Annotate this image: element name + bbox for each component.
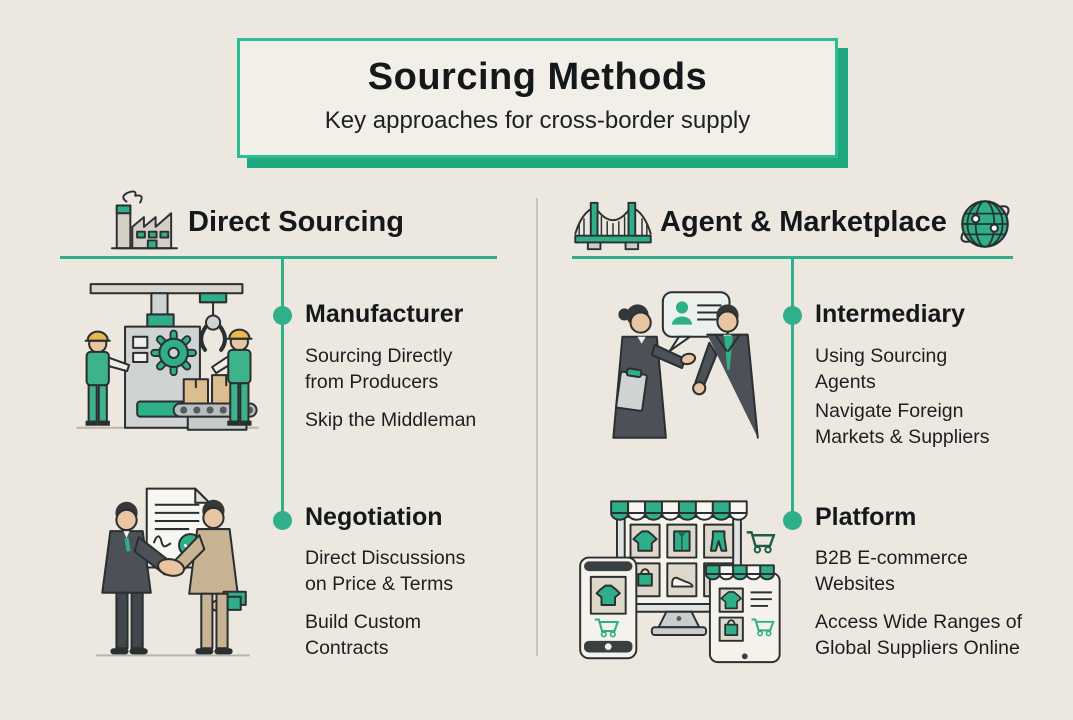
bullet-negotiation (273, 511, 292, 530)
body-paragraph: Build Custom Contracts (305, 611, 421, 660)
business-conversation-illustration (578, 284, 780, 448)
ecommerce-devices-illustration (570, 482, 784, 666)
handshake-deal-illustration (76, 478, 268, 666)
bullet-platform (783, 511, 802, 530)
bullet-intermediary (783, 306, 802, 325)
section-body-negotiation: Direct Discussions on Price & Terms Buil… (305, 546, 505, 675)
section-title-platform: Platform (815, 503, 917, 531)
worker-left (84, 330, 131, 426)
jacket-icon (673, 530, 691, 552)
left-column-rule (60, 256, 497, 259)
right-timeline-line (791, 258, 794, 521)
column-heading-direct-sourcing: Direct Sourcing (188, 206, 404, 238)
body-paragraph: Navigate Foreign Markets & Suppliers (815, 400, 990, 449)
awning (610, 500, 748, 521)
page-title: Sourcing Methods (367, 56, 708, 98)
clipboard (615, 367, 648, 412)
bullet-manufacturer (273, 306, 292, 325)
factory-production-illustration (60, 276, 268, 448)
section-title-manufacturer: Manufacturer (305, 300, 464, 328)
cart-icon (745, 531, 776, 554)
pants-icon (709, 530, 728, 552)
worker-right (211, 328, 253, 426)
section-title-negotiation: Negotiation (305, 503, 443, 531)
body-paragraph: Sourcing Directly from Producers (305, 345, 453, 393)
awning-mini (705, 564, 775, 581)
section-body-manufacturer: Sourcing Directly from Producers Skip th… (305, 344, 515, 447)
tablet-storefront (705, 564, 781, 664)
speech-bubble (661, 291, 731, 352)
body-paragraph: B2B E-commerce Websites (815, 547, 968, 595)
businessman-right (173, 499, 247, 655)
body-paragraph: Using Sourcing Agents (815, 345, 948, 393)
section-body-platform: B2B E-commerce Websites Access Wide Rang… (815, 546, 1055, 675)
clasped-hands (157, 558, 185, 577)
sourcing-agent-woman (612, 304, 697, 439)
body-paragraph: Skip the Middleman (305, 409, 477, 432)
section-title-intermediary: Intermediary (815, 300, 966, 328)
globe-icon (954, 193, 1016, 255)
businessman (692, 304, 759, 439)
shoe-icon (671, 576, 694, 588)
right-column-rule (572, 256, 1013, 259)
column-heading-agent-marketplace: Agent & Marketplace (660, 206, 947, 238)
body-paragraph: Access Wide Ranges of Global Suppliers O… (815, 611, 1023, 660)
section-body-intermediary: Using Sourcing Agents Navigate Foreign M… (815, 344, 1030, 455)
body-paragraph: Direct Discussions on Price & Terms (305, 547, 466, 595)
page-subtitle: Key approaches for cross-border supply (324, 107, 751, 134)
robot-arm (198, 292, 228, 352)
title-box: Sourcing Methods Key approaches for cros… (237, 38, 838, 158)
bridge-icon (569, 197, 657, 255)
phone-storefront (579, 556, 638, 660)
businessman-left (101, 501, 171, 655)
factory-icon (101, 188, 183, 256)
left-timeline-line (281, 258, 284, 521)
center-divider (536, 198, 538, 656)
